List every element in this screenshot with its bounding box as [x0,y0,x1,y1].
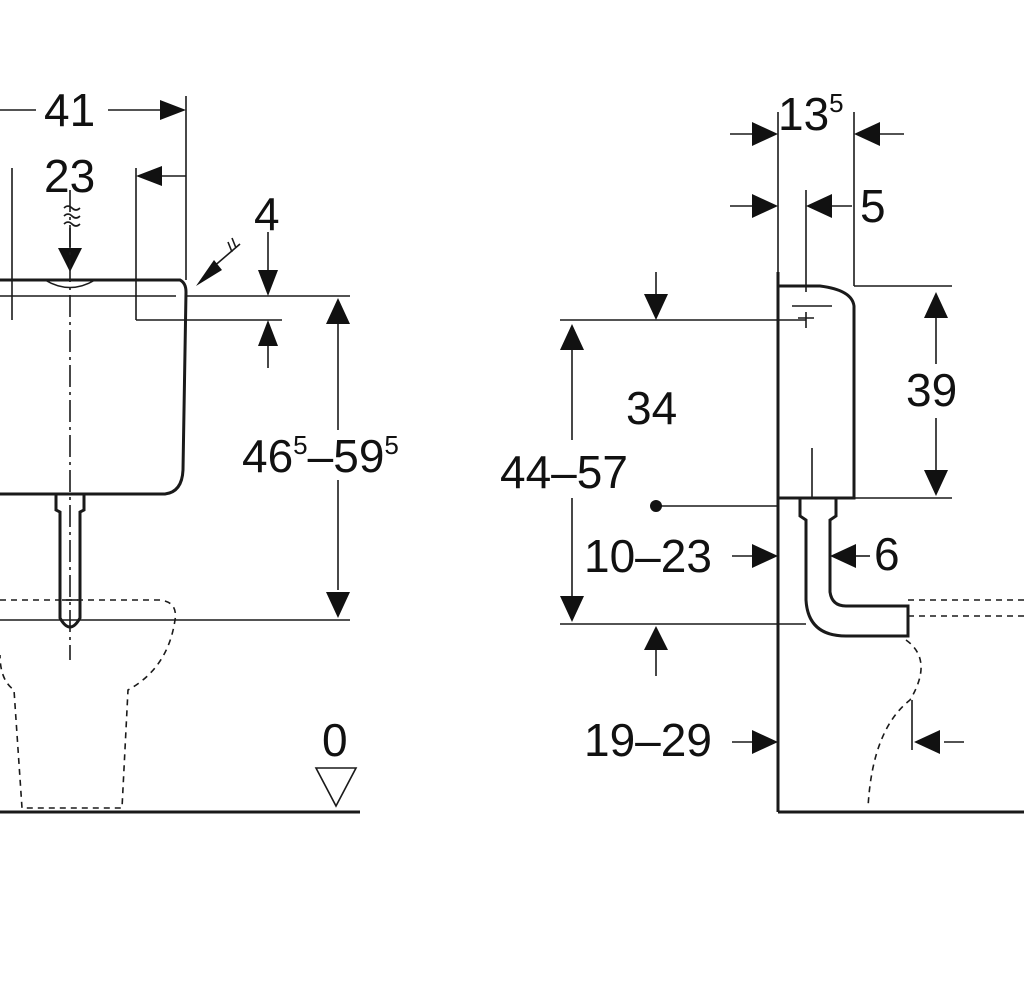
dim-wall-offset: 5 [860,180,886,232]
dim-pipe-diameter: 6 [874,528,900,580]
dim-center-offset: 23 [44,150,95,202]
dim-inner-height: 34 [626,382,677,434]
dim-height-range-side: 44–57 [500,446,628,498]
toilet-bowl-side [867,599,1024,809]
floor-level-marker [314,767,358,808]
flush-pipe-side [798,498,910,638]
dim-lid-gap: 4 [254,188,280,240]
cistern-front-body [0,278,188,496]
dim-depth-total: 135 [778,88,844,140]
side-view: 135 5 39 34 44–57 10–23 [500,88,1024,814]
toilet-bowl-front [0,599,177,809]
dim-height-range-front: 465–595 [242,430,399,482]
dim-bowl-range: 19–29 [584,714,712,766]
cistern-side-body [778,284,856,500]
dim-width-total: 41 [44,84,95,136]
flush-pipe-front [54,494,86,629]
dim-pipe-range: 10–23 [584,530,712,582]
front-view: 0 41 23 4 465–595 [0,84,430,814]
dim-tank-height: 39 [906,364,957,416]
floor-level-label: 0 [322,714,348,766]
